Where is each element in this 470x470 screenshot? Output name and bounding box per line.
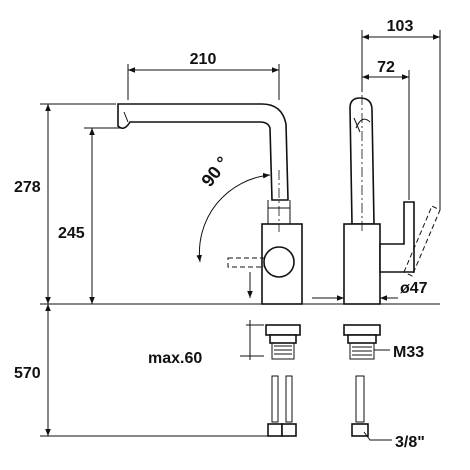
rotation-indicator: 90 ° xyxy=(196,153,271,263)
front-nut xyxy=(265,324,301,336)
side-view-faucet xyxy=(343,95,441,305)
thread-size-label: M33 xyxy=(393,344,424,361)
front-connector-left xyxy=(267,423,283,437)
side-nut xyxy=(343,324,381,336)
dim-total-height: 278 xyxy=(14,103,116,304)
spout-outlet-detail xyxy=(123,111,129,123)
rotation-angle-label: 90 ° xyxy=(197,153,233,191)
front-mounting xyxy=(265,324,301,437)
side-threaded-rod xyxy=(349,342,375,360)
side-spout-detail xyxy=(353,117,361,133)
front-hose-left xyxy=(271,375,279,423)
side-spout-column xyxy=(349,97,375,225)
lever-depth-label: 72 xyxy=(377,59,395,76)
side-mounting xyxy=(343,324,381,437)
deck-thickness-label: max.60 xyxy=(148,350,202,367)
front-washer xyxy=(269,334,297,344)
dim-deck-thickness: max.60 xyxy=(148,320,264,367)
front-spout xyxy=(117,103,289,201)
dim-total-depth: 103 xyxy=(361,18,441,210)
dim-hole-diameter: ø47 xyxy=(312,280,428,301)
total-depth-label: 103 xyxy=(387,18,414,35)
dim-spout-height: 245 xyxy=(58,127,124,304)
spout-height-label: 245 xyxy=(58,225,85,242)
front-threaded-rod xyxy=(271,342,295,360)
hole-diameter-label: ø47 xyxy=(400,280,428,297)
side-hose xyxy=(355,375,365,423)
front-lever-knob xyxy=(263,246,295,278)
side-washer xyxy=(347,334,377,344)
front-hose-right xyxy=(285,375,293,423)
dim-thread: M33 xyxy=(374,344,424,361)
dim-hose-length: 570 xyxy=(14,304,268,437)
dim-lever-depth: 72 xyxy=(362,59,410,200)
dim-spout-reach: 210 xyxy=(127,51,280,100)
connection-size-label: 3/8" xyxy=(395,434,425,451)
hose-length-label: 570 xyxy=(14,365,41,382)
total-height-label: 278 xyxy=(14,179,41,196)
rotation-arc xyxy=(196,172,271,263)
side-connector xyxy=(351,423,369,437)
dim-connection: 3/8" xyxy=(363,431,425,451)
side-lever xyxy=(379,201,415,273)
spout-reach-label: 210 xyxy=(190,51,217,68)
side-body xyxy=(343,223,381,305)
front-lever-dashed xyxy=(227,257,265,268)
front-connector-right xyxy=(281,423,297,437)
front-view-faucet xyxy=(117,103,303,305)
